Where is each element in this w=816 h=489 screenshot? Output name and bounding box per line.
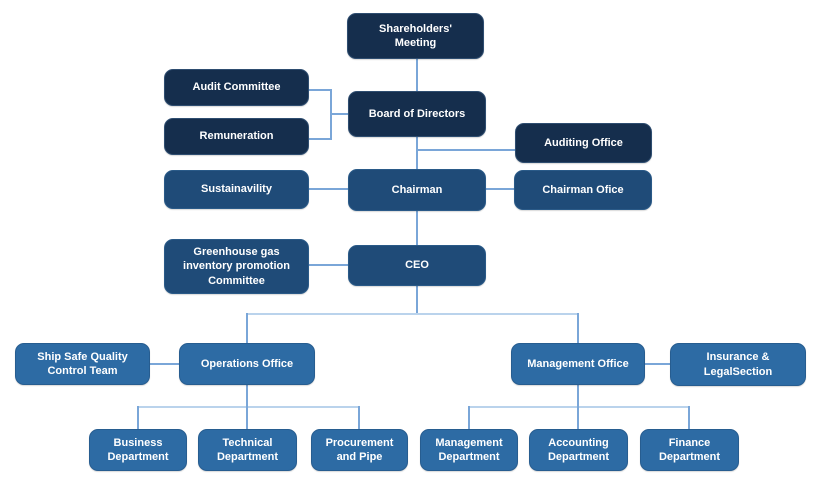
- connector-operations-bracket: [137, 406, 360, 408]
- node-ceo: CEO: [348, 245, 486, 286]
- connector-bracket-operations: [246, 313, 248, 343]
- node-technical-department: Technical Department: [198, 429, 297, 471]
- connector-shipsafe-operations: [150, 363, 179, 365]
- node-remuneration: Remuneration: [164, 118, 309, 155]
- connector-board-auditing-office: [416, 149, 515, 151]
- node-shareholders-meeting: Shareholders' Meeting: [347, 13, 484, 59]
- connector-managementoffice-bracket: [468, 406, 690, 408]
- node-finance-department: Finance Department: [640, 429, 739, 471]
- node-board-of-directors: Board of Directors: [348, 91, 486, 137]
- node-ship-safe-quality-control-team: Ship Safe Quality Control Team: [15, 343, 150, 385]
- connector-audit-stub: [309, 89, 331, 91]
- node-accounting-department: Accounting Department: [529, 429, 628, 471]
- connector-ceo-drop: [416, 286, 418, 314]
- connector-bracket-accounting: [577, 406, 579, 429]
- node-chairman-ofice: Chairman Ofice: [514, 170, 652, 210]
- node-chairman: Chairman: [348, 169, 486, 211]
- connector-management-insurance: [645, 363, 670, 365]
- node-audit-committee: Audit Committee: [164, 69, 309, 106]
- connector-remuneration-stub: [309, 138, 331, 140]
- node-business-department: Business Department: [89, 429, 187, 471]
- connector-bracket-board: [330, 113, 348, 115]
- node-procurement-and-pipe: Procurement and Pipe: [311, 429, 408, 471]
- connector-bracket-procurement: [358, 406, 360, 429]
- connector-chairman-ceo: [416, 211, 418, 245]
- connector-ceo-bracket: [246, 313, 579, 315]
- node-management-office: Management Office: [511, 343, 645, 385]
- connector-bracket-technical: [246, 406, 248, 429]
- node-insurance-legal-section: Insurance & LegalSection: [670, 343, 806, 386]
- connector-chairman-chairman-ofice: [486, 188, 514, 190]
- connector-shareholders-board: [416, 59, 418, 91]
- connector-greenhouse-ceo: [309, 264, 349, 266]
- node-operations-office: Operations Office: [179, 343, 315, 385]
- connector-bracket-management: [577, 313, 579, 343]
- node-sustainavility: Sustainavility: [164, 170, 309, 209]
- connector-managementoffice-drop: [577, 385, 579, 407]
- node-auditing-office: Auditing Office: [515, 123, 652, 163]
- connector-bracket-managementdept: [468, 406, 470, 429]
- connector-sustainavility-chairman: [309, 188, 349, 190]
- node-management-department: Management Department: [420, 429, 518, 471]
- connector-bracket-business: [137, 406, 139, 429]
- connector-bracket-finance: [688, 406, 690, 429]
- node-greenhouse-committee: Greenhouse gas inventory promotion Commi…: [164, 239, 309, 294]
- connector-operations-drop: [246, 385, 248, 407]
- connector-board-chairman: [416, 137, 418, 170]
